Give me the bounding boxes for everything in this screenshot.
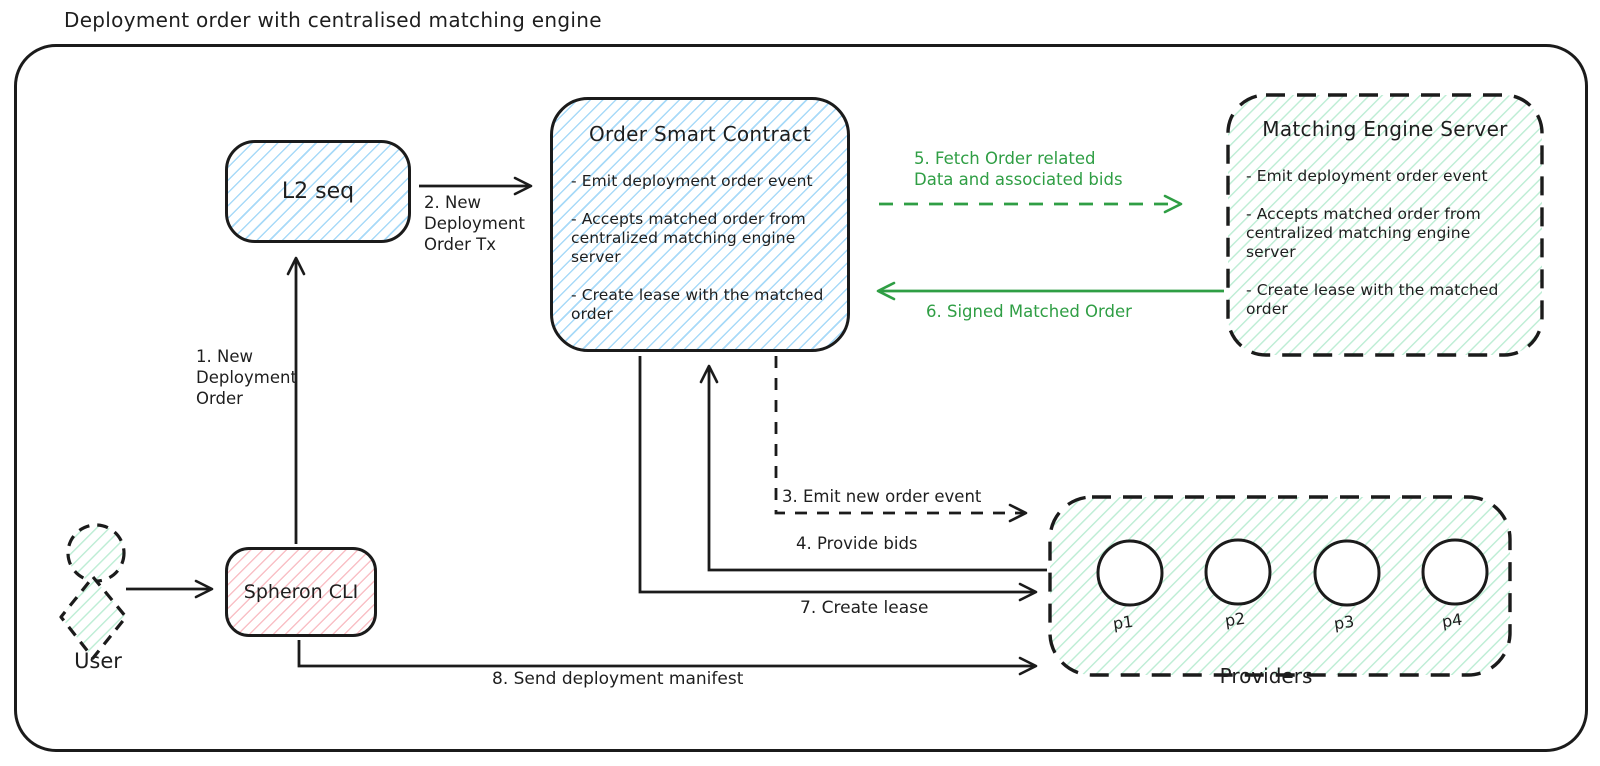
user-icon: [59, 523, 128, 660]
edge-label-1-new-deployment-order: 1. New Deployment Order: [196, 347, 297, 408]
user-label: User: [74, 649, 122, 673]
provider-circle-p2: [1204, 538, 1272, 606]
user-body-icon: [59, 575, 128, 660]
order-bullet-create-lease: - Create lease with the matched order: [571, 286, 824, 323]
matching-bullet-emit-event: - Emit deployment order event: [1246, 167, 1488, 185]
providers-box: [1048, 495, 1512, 677]
l2-seq-box: L2 seq: [225, 140, 411, 243]
provider-circle-p4: [1421, 538, 1489, 606]
matching-engine-server-content: Matching Engine Server - Emit deployment…: [1228, 95, 1542, 355]
arrow-4-provide-bids: [699, 364, 1047, 572]
spheron-cli-label: Spheron CLI: [243, 581, 359, 603]
edge-label-2-new-deployment-order-tx: 2. New Deployment Order Tx: [424, 193, 525, 254]
l2-seq-label: L2 seq: [281, 179, 355, 204]
order-smart-contract-title: Order Smart Contract: [588, 122, 812, 146]
arrow-7-create-lease: [638, 356, 1038, 602]
user-head-icon: [66, 523, 126, 583]
edge-label-8-send-deployment-manifest: 8. Send deployment manifest: [492, 669, 744, 689]
edge-label-6-signed-matched-order: 6. Signed Matched Order: [926, 302, 1132, 321]
order-bullet-accepts-matched: - Accepts matched order from centralized…: [571, 210, 806, 266]
spheron-cli-box: Spheron CLI: [225, 547, 377, 637]
edge-label-4-provide-bids: 4. Provide bids: [796, 534, 918, 553]
arrow-8-send-deployment-manifest: [297, 640, 1038, 676]
matching-bullet-create-lease: - Create lease with the matched order: [1246, 281, 1499, 318]
matching-bullet-accepts-matched: - Accepts matched order from centralized…: [1246, 205, 1481, 261]
diagram-outer-frame: [14, 44, 1588, 752]
arrow-3-emit-new-order-event: [774, 356, 1028, 523]
matching-engine-server-box: [1226, 93, 1544, 357]
edge-label-5-fetch-order-related-data: 5. Fetch Order related Data and associat…: [914, 149, 1123, 189]
order-smart-contract-box: Order Smart Contract - Emit deployment o…: [550, 97, 850, 352]
providers-label: Providers: [1219, 664, 1313, 688]
edge-label-7-create-lease: 7. Create lease: [800, 598, 929, 618]
provider-circle-p3: [1313, 539, 1381, 607]
diagram-title: Deployment order with centralised matchi…: [64, 8, 602, 32]
edge-label-3-emit-new-order-event: 3. Emit new order event: [782, 487, 982, 506]
provider-circle-p1: [1096, 539, 1164, 607]
matching-engine-server-title: Matching Engine Server: [1262, 117, 1508, 141]
order-bullet-emit-event: - Emit deployment order event: [571, 172, 813, 190]
